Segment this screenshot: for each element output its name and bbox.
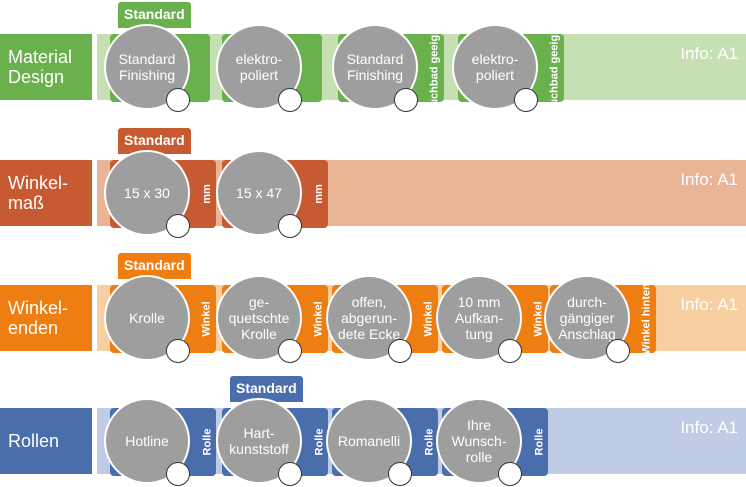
info-link[interactable]: Info: A1 [680,418,738,437]
option-side-label: Winkel [530,285,548,353]
info-link[interactable]: Info: A1 [680,44,738,63]
select-checkbox[interactable] [606,339,630,363]
select-checkbox[interactable] [278,339,302,363]
option-standard-finishing[interactable]: Standard Standard Finishing [104,2,216,112]
side-label-text: Rolle [423,428,435,456]
select-checkbox[interactable] [498,339,522,363]
option-side-label: Winkel hinten [638,283,656,355]
option-elektropoliert[interactable]: elektro-poliert [216,18,328,112]
option-wunschrolle[interactable]: Rolle Ihre Wunsch-rolle [436,392,548,486]
option-durchgaengiger-anschlag[interactable]: Winkel hinten durch-gängiger Anschlag [544,269,656,363]
option-romanelli[interactable]: Rolle Romanelli [326,392,438,486]
option-side-label: mm [198,160,216,228]
select-checkbox[interactable] [278,88,302,112]
option-circle: durch-gängiger Anschlag [544,275,630,361]
option-side-label: Winkel [420,285,438,353]
group-label: Winkel- maß [0,160,92,226]
option-standard-finishing-tauchbad[interactable]: Tauchbad geeignet Standard Finishing [332,18,444,118]
group-winkelmass: Winkel- maß Info: A1 Standard mm 15 x 30… [0,126,746,241]
option-krolle[interactable]: Standard Winkel Krolle [104,253,216,363]
group-label-line2: Design [8,67,65,87]
option-side-label: Rolle [310,408,328,476]
option-side-label: Rolle [198,408,216,476]
select-checkbox[interactable] [278,462,302,486]
option-side-label: Tauchbad geeignet [426,18,444,118]
option-offen-abgerundete-ecke[interactable]: Winkel offen, abgerun-dete Ecke [326,269,438,363]
option-hartkunststoff[interactable]: Standard Rolle Hart-kunststoff [216,376,328,486]
group-label-line1: Material [8,47,73,67]
option-circle: elektro-poliert [452,24,538,110]
option-side-label: Winkel [310,285,328,353]
option-hotline[interactable]: Rolle Hotline [104,392,216,486]
standard-badge: Standard [118,253,191,279]
option-circle: elektro-poliert [216,24,302,110]
select-checkbox[interactable] [278,214,302,238]
group-label-line1: Winkel- [8,298,69,318]
group-label: Rollen [0,408,92,474]
group-label-line1: Winkel- [8,173,69,193]
side-label-text: Winkel [201,301,214,337]
select-checkbox[interactable] [388,339,412,363]
group-label: Winkel- enden [0,285,92,351]
option-gequetschte-krolle[interactable]: Winkel ge-quetschte Krolle [216,269,328,363]
side-label-text: Rolle [533,428,545,456]
option-circle: Standard Finishing [104,24,190,110]
option-side-label: mm [310,160,328,228]
group-label-line1: Rollen [8,431,60,451]
option-side-label: Winkel [198,285,216,353]
option-circle: 15 x 30 [104,150,190,236]
option-side-label: Tauchbad geeignet [546,18,564,118]
select-checkbox[interactable] [166,88,190,112]
side-label-text: Tauchbad geeignet [429,18,442,118]
group-label-line2: enden [8,318,59,338]
side-label-text: mm [313,184,325,204]
standard-badge: Standard [118,128,191,154]
option-side-label: Rolle [530,408,548,476]
option-side-label: Rolle [420,408,438,476]
group-material-design: Material Design Info: A1 Standard Standa… [0,0,746,118]
select-checkbox[interactable] [166,339,190,363]
standard-badge: Standard [230,376,303,402]
select-checkbox[interactable] [394,88,418,112]
side-label-text: Winkel hinten [641,283,653,355]
select-checkbox[interactable] [388,462,412,486]
side-label-text: Winkel [313,301,326,337]
side-label-text: mm [201,184,213,204]
select-checkbox[interactable] [166,462,190,486]
group-label-line2: maß [8,193,44,213]
info-link[interactable]: Info: A1 [680,170,738,189]
group-rollen: Rollen Info: A1 Rolle Hotline Standard R… [0,374,746,487]
option-15x47[interactable]: mm 15 x 47 [216,144,328,238]
standard-badge: Standard [118,2,191,28]
select-checkbox[interactable] [514,88,538,112]
option-15x30[interactable]: Standard mm 15 x 30 [104,128,216,238]
side-label-text: Winkel [423,301,436,337]
option-10mm-aufkantung[interactable]: Winkel 10 mm Aufkan-tung [436,269,548,363]
select-checkbox[interactable] [166,214,190,238]
group-label: Material Design [0,34,92,100]
group-winkelenden: Winkel- enden Info: A1 Standard Winkel K… [0,251,746,366]
side-label-text: Rolle [313,428,325,456]
side-label-text: Rolle [201,428,213,456]
option-elektropoliert-tauchbad[interactable]: Tauchbad geeignet elektro-poliert [452,18,564,118]
side-label-text: Tauchbad geeignet [549,18,562,118]
select-checkbox[interactable] [498,462,522,486]
info-link[interactable]: Info: A1 [680,295,738,314]
side-label-text: Winkel [533,301,546,337]
option-circle: ge-quetschte Krolle [216,275,302,361]
